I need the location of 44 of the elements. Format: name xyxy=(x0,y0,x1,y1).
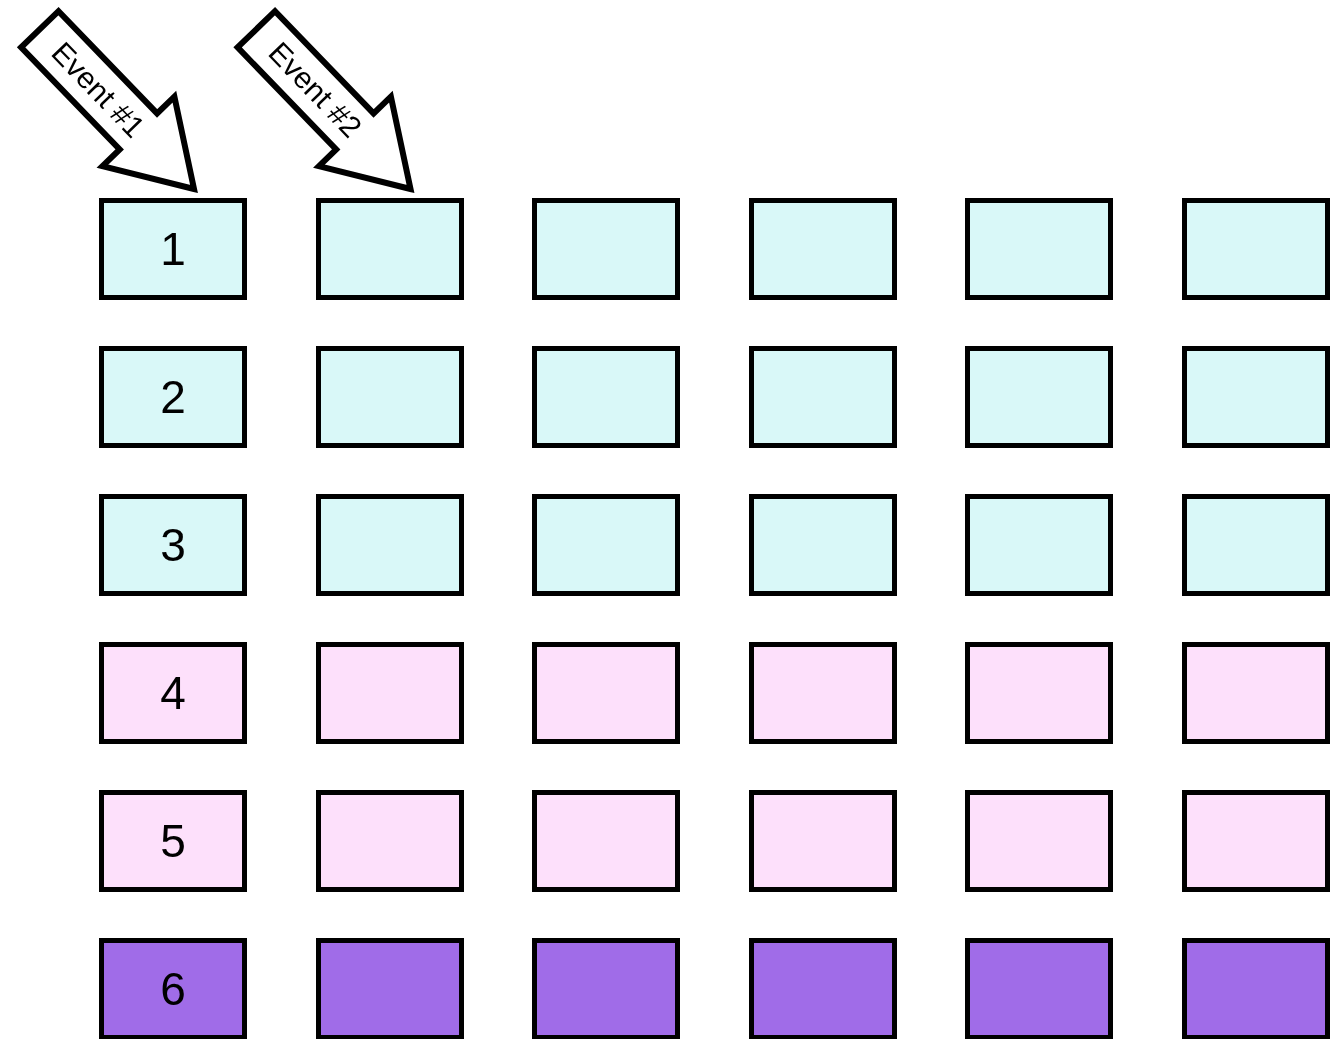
grid-block xyxy=(99,346,247,448)
row-number: 6 xyxy=(160,962,186,1016)
grid-block xyxy=(748,938,897,1039)
grid-block xyxy=(315,346,464,448)
grid-block xyxy=(315,790,464,892)
grid-block xyxy=(748,642,897,744)
grid-block xyxy=(315,938,464,1039)
grid-block xyxy=(965,642,1113,744)
grid-block xyxy=(532,494,680,596)
grid-block xyxy=(965,198,1113,300)
grid-block xyxy=(748,790,897,892)
block-arrow xyxy=(233,6,415,194)
row-number: 2 xyxy=(160,370,186,424)
grid-block xyxy=(532,642,680,744)
grid-block xyxy=(748,346,897,448)
grid-block xyxy=(315,494,464,596)
grid-block xyxy=(99,642,247,744)
grid-block xyxy=(965,346,1113,448)
grid-block xyxy=(532,346,680,448)
grid-block xyxy=(532,938,680,1039)
grid-block xyxy=(1181,494,1330,596)
grid-block xyxy=(315,198,464,300)
grid-block xyxy=(532,198,680,300)
grid-block xyxy=(748,494,897,596)
grid-block xyxy=(1181,642,1330,744)
row-number: 1 xyxy=(160,222,186,276)
grid-block xyxy=(99,494,247,596)
row-number: 5 xyxy=(160,814,186,868)
grid-block xyxy=(1181,198,1330,300)
grid-block xyxy=(965,494,1113,596)
grid-block xyxy=(99,938,247,1039)
grid-block xyxy=(965,790,1113,892)
grid-block xyxy=(532,790,680,892)
row-number: 3 xyxy=(160,518,186,572)
grid-block xyxy=(748,198,897,300)
grid-block xyxy=(315,642,464,744)
grid-block xyxy=(1181,790,1330,892)
grid-block xyxy=(1181,346,1330,448)
row-number: 4 xyxy=(160,666,186,720)
grid-block xyxy=(1181,938,1330,1039)
block-arrow xyxy=(16,6,198,194)
grid-block xyxy=(99,198,247,300)
grid-block xyxy=(965,938,1113,1039)
grid-block xyxy=(99,790,247,892)
